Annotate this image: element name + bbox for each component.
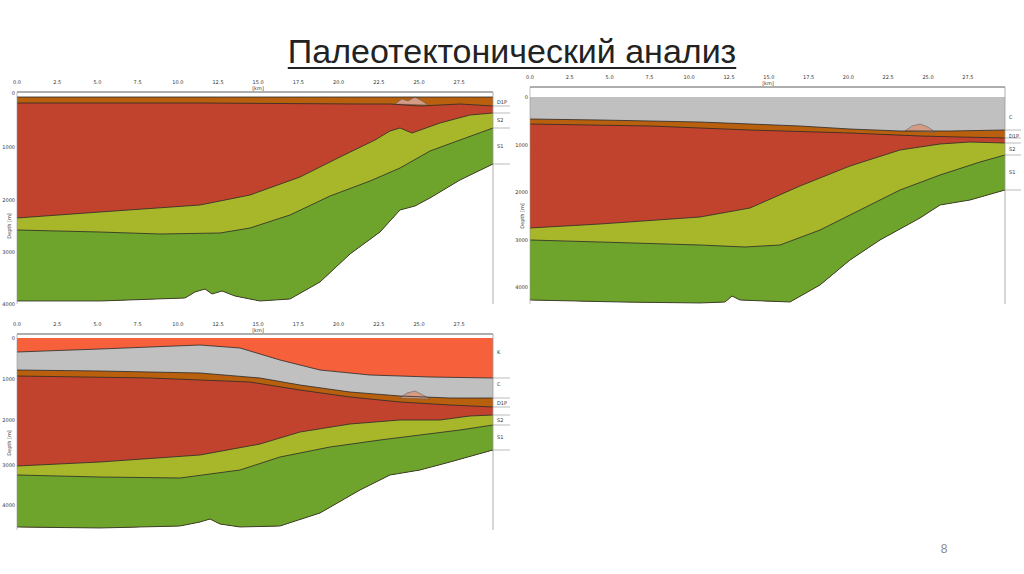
depth-tick-label: 4000: [2, 302, 15, 307]
layer-label: D1P: [497, 401, 507, 406]
layer-label: S1: [1009, 170, 1015, 175]
depth-tick-label: 2000: [2, 198, 15, 203]
axis-tick-label: 15.0: [763, 75, 774, 80]
depth-tick-label: 4000: [515, 285, 528, 290]
layer-label: S2: [497, 118, 503, 123]
axis-unit: [km]: [252, 328, 264, 333]
axis-tick-label: 10.0: [684, 75, 695, 80]
layer-label: C: [497, 382, 501, 387]
axis-tick-label: 25.0: [413, 80, 424, 85]
axis-tick-label: 12.5: [212, 322, 223, 327]
axis-tick-label: 17.5: [803, 75, 814, 80]
depth-tick-label: 3000: [2, 463, 15, 468]
depth-tick-label: 4000: [2, 503, 15, 508]
axis-tick-label: 27.5: [454, 80, 465, 85]
axis-tick-label: 25.0: [413, 322, 424, 327]
layer-label: S1: [497, 144, 503, 149]
axis-tick-label: 15.0: [253, 322, 264, 327]
axis-tick-label: 15.0: [253, 80, 264, 85]
axis-tick-label: 20.0: [333, 80, 344, 85]
axis-tick-label: 25.0: [922, 75, 933, 80]
axis-tick-label: 7.5: [134, 322, 142, 327]
depth-tick-label: 3000: [515, 238, 528, 243]
depth-tick-label: 0: [12, 336, 15, 341]
axis-tick-label: 7.5: [645, 75, 653, 80]
depth-tick-label: 3000: [2, 250, 15, 255]
axis-title: Depth [m]: [520, 203, 525, 229]
layer-label: S1: [497, 435, 503, 440]
axis-tick-label: 10.0: [172, 322, 183, 327]
axis-tick-label: 5.0: [606, 75, 614, 80]
axis-tick-label: 27.5: [962, 75, 973, 80]
axis-tick-label: 0.0: [526, 75, 534, 80]
axis-tick-label: 2.5: [566, 75, 574, 80]
axis-tick-label: 17.5: [293, 322, 304, 327]
axis-tick-label: 5.0: [93, 80, 101, 85]
section-panel: [17, 92, 510, 574]
layer-label: C: [1009, 115, 1013, 120]
axis-unit: [km]: [252, 86, 264, 91]
axis-unit: [km]: [762, 81, 774, 86]
axis-tick-label: 22.5: [373, 80, 384, 85]
axis-title: Depth [m]: [7, 213, 12, 239]
layer-label: S2: [1009, 147, 1015, 152]
depth-tick-label: 0: [12, 91, 15, 96]
depth-tick-label: 1000: [2, 377, 15, 382]
axis-tick-label: 22.5: [883, 75, 894, 80]
depth-tick-label: 2000: [2, 418, 15, 423]
axis-tick-label: 27.5: [454, 322, 465, 327]
layer-label: D1P: [1009, 134, 1019, 139]
axis-tick-label: 20.0: [843, 75, 854, 80]
axis-tick-label: 20.0: [333, 322, 344, 327]
axis-tick-label: 17.5: [293, 80, 304, 85]
axis-tick-label: 0.0: [13, 322, 21, 327]
axis-tick-label: 2.5: [53, 322, 61, 327]
axis-tick-label: 2.5: [53, 80, 61, 85]
depth-tick-label: 0: [525, 95, 528, 100]
depth-tick-label: 1000: [2, 145, 15, 150]
slide-title: Палеотектонический анализ: [288, 34, 736, 68]
page-number: 8: [941, 543, 948, 555]
axis-tick-label: 7.5: [134, 80, 142, 85]
layer-label: K: [497, 350, 500, 355]
layer-label: S2: [497, 418, 503, 423]
axis-tick-label: 12.5: [723, 75, 734, 80]
depth-tick-label: 2000: [515, 190, 528, 195]
section-panel: [530, 87, 1021, 574]
layer-label: D1P: [497, 100, 507, 105]
axis-tick-label: 0.0: [13, 80, 21, 85]
section-panel: [17, 334, 510, 574]
depth-tick-label: 1000: [515, 143, 528, 148]
axis-title: Depth [m]: [7, 430, 12, 456]
axis-tick-label: 12.5: [212, 80, 223, 85]
axis-tick-label: 22.5: [373, 322, 384, 327]
axis-tick-label: 10.0: [172, 80, 183, 85]
axis-tick-label: 5.0: [93, 322, 101, 327]
